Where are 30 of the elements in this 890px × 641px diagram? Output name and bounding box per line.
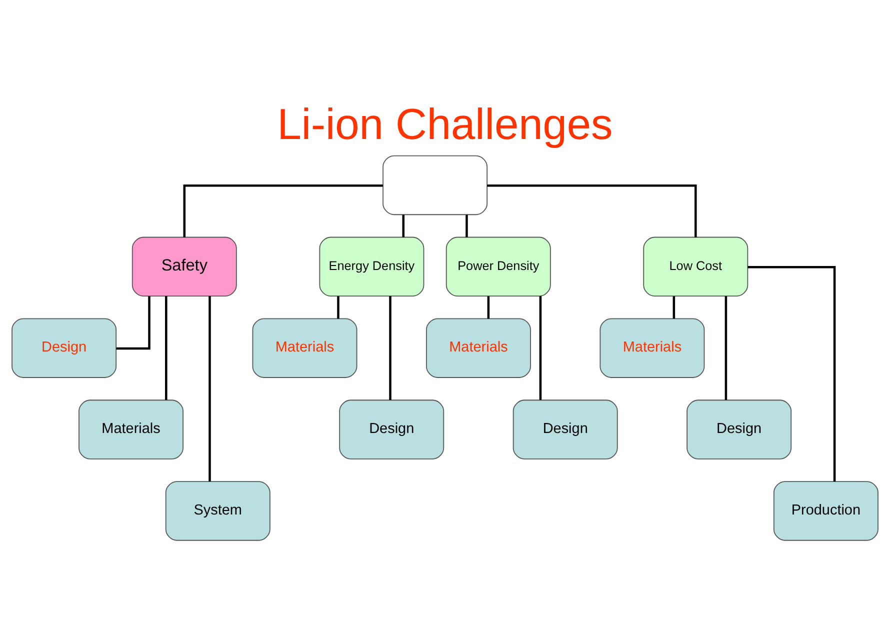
connector (672, 296, 676, 319)
node-box: Design (512, 400, 618, 460)
connector (466, 214, 468, 238)
connector (402, 214, 404, 238)
node-box: Materials (78, 400, 184, 460)
connector (208, 296, 211, 482)
node-box: Design (339, 400, 444, 460)
node-box: Power Density (446, 236, 551, 297)
connector (389, 296, 392, 400)
node-box: Energy Density (319, 236, 424, 297)
connector (337, 296, 340, 319)
connector (183, 184, 383, 238)
connector (748, 266, 836, 482)
connector (539, 296, 542, 400)
node-box: Design (686, 400, 792, 460)
node-box: Safety (132, 236, 237, 297)
node-box: System (165, 481, 270, 541)
diagram-title: Li-ion Challenges (277, 100, 613, 149)
connector (487, 184, 697, 238)
connector (724, 296, 728, 400)
node-box: Low Cost (643, 236, 748, 297)
node-box: Materials (426, 318, 531, 378)
connector (487, 296, 490, 319)
node-box: Production (773, 481, 878, 541)
node-box: Materials (252, 318, 358, 378)
connector (165, 296, 168, 400)
node-box: Design (12, 318, 117, 378)
connector (116, 296, 150, 350)
node-box: Materials (600, 318, 705, 378)
node-box (382, 155, 488, 216)
